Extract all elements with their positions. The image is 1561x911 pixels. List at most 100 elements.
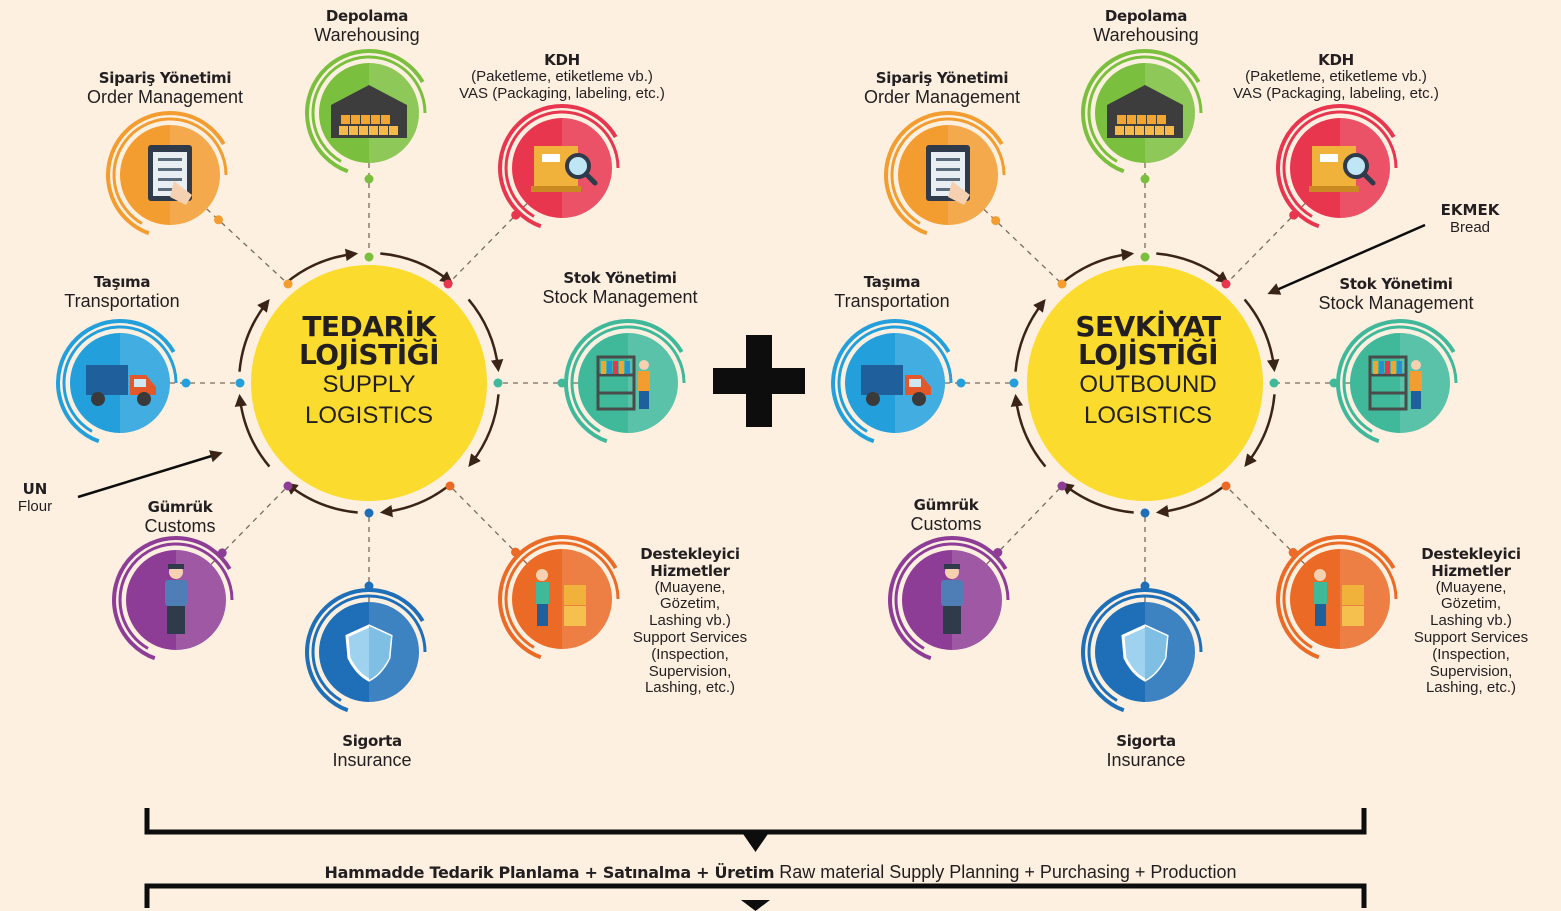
node-dot — [956, 378, 966, 388]
cycle-arrow — [1244, 394, 1276, 467]
outer-arc — [305, 49, 425, 174]
worker-head — [639, 360, 649, 370]
inner-arc — [62, 325, 178, 433]
truck-cargo — [86, 365, 128, 395]
input-note-en: Flour — [17, 498, 53, 516]
supply-support-l1: (Muayene, — [654, 578, 726, 596]
shelf-binder — [613, 361, 618, 374]
lower-bracket-pointer — [741, 900, 770, 911]
node-highlight — [369, 602, 419, 702]
outbound-cluster — [895, 113, 1400, 652]
outbound-support-l5: (Inspection, — [1432, 645, 1510, 663]
warehouse-crate — [1117, 115, 1126, 124]
supply-transport-en: Transportation — [64, 290, 180, 311]
supply-warehouse-icon — [305, 49, 427, 174]
truck-window — [909, 379, 921, 387]
warehouse-crate — [1155, 126, 1164, 135]
supply-stock-en: Stock Management — [542, 286, 698, 307]
outer-arc — [112, 536, 232, 661]
outbound-shield-icon — [1081, 588, 1203, 713]
stacked-box — [564, 585, 586, 605]
outbound-hub-en-1: OUTBOUND — [1079, 371, 1217, 398]
outbound-hub-title-1: SEVKİYAT — [1075, 310, 1221, 343]
clipboard-line — [936, 158, 960, 161]
outbound-warehouse-icon — [1081, 49, 1203, 174]
outbound-customs-tr: Gümrük — [913, 496, 979, 514]
hub-dot — [283, 279, 293, 289]
cycle-arrow — [1061, 482, 1134, 514]
warehouse-crate — [381, 115, 390, 124]
supply-support-l4: Support Services — [632, 628, 748, 646]
officer-trousers — [943, 606, 961, 634]
outbound-package-magnifier-icon — [1276, 104, 1398, 229]
supply-order-tr: Sipariş Yönetimi — [98, 69, 232, 87]
outbound-support-l4: Support Services — [1413, 628, 1529, 646]
supply-shelf-worker-icon — [564, 319, 686, 444]
bottom-summary: Hammadde Tedarik Planlama + Satınalma + … — [0, 862, 1561, 883]
supply-stock-tr: Stok Yönetimi — [563, 269, 677, 287]
inner-arc — [1087, 594, 1203, 702]
supply-insurance-label: Sigorta Insurance — [302, 733, 442, 770]
shield-half — [1145, 626, 1167, 680]
output-note-en: Bread — [1449, 219, 1491, 237]
shelf-binder — [619, 361, 624, 374]
shelf-frame — [596, 355, 636, 411]
warehouse-crate — [359, 126, 368, 135]
supply-insurance-en: Insurance — [332, 749, 412, 770]
shelf-binder — [625, 361, 630, 374]
supply-support-l5: (Inspection, — [651, 645, 729, 663]
warehouse-crate — [1137, 115, 1146, 124]
warehouse-crate — [371, 115, 380, 124]
worker-body — [1410, 371, 1422, 391]
outbound-warehousing-label: Depolama Warehousing — [1046, 8, 1246, 45]
package-pallet — [1309, 186, 1359, 192]
supply-transport-label: Taşıma Transportation — [42, 274, 202, 311]
cycle-arrow — [1243, 298, 1280, 373]
worker-head — [1411, 360, 1421, 370]
node-dot — [1140, 174, 1150, 184]
cycle-arrow — [284, 248, 359, 285]
outer-arc — [884, 111, 1004, 236]
outbound-customs-label: Gümrük Customs — [876, 497, 1016, 534]
output-arrow — [1267, 223, 1426, 295]
outer-arc — [106, 111, 226, 236]
node-dot — [364, 174, 374, 184]
outbound-warehousing-tr: Depolama — [1104, 7, 1188, 25]
bottom-summary-bold: Hammadde Tedarik Planlama + Satınalma + … — [324, 863, 775, 882]
supply-customs-en: Customs — [144, 515, 216, 536]
cycle-arrow — [1060, 248, 1135, 285]
outbound-insurance-tr: Sigorta — [1116, 732, 1176, 750]
hub-circle — [251, 265, 487, 501]
cycle-arrow — [238, 299, 270, 372]
worker-legs — [537, 604, 548, 626]
cycle-arrow — [1010, 393, 1047, 468]
outbound-hub-title-2: LOJİSTİĞİ — [1077, 338, 1219, 371]
node-highlight — [1145, 602, 1195, 702]
inner-arc — [1087, 55, 1203, 163]
supply-package-magnifier-icon — [498, 104, 620, 229]
clipboard-line — [936, 188, 960, 191]
worker-legs — [1411, 391, 1421, 409]
worker-head — [1314, 569, 1326, 581]
connector-line — [947, 174, 1063, 285]
input-note: UN Flour — [5, 480, 65, 516]
warehouse-crate — [339, 126, 348, 135]
inner-arc — [570, 325, 686, 433]
supply-worker-boxes-icon — [498, 535, 620, 660]
shield-half — [369, 626, 391, 680]
supply-order-label: Sipariş Yönetimi Order Management — [65, 70, 265, 107]
supply-vas-en2: VAS (Packaging, labeling, etc.) — [459, 84, 665, 102]
cycle-arrow — [1014, 299, 1046, 372]
inner-arc — [1342, 325, 1458, 433]
shelf-binder — [1373, 361, 1378, 374]
inner-arc — [1282, 541, 1398, 649]
connector-line — [1225, 167, 1341, 285]
supply-truck-icon — [56, 319, 178, 444]
outbound-hub-label: SEVKİYAT LOJİSTİĞİ OUTBOUND LOGISTICS — [1033, 313, 1263, 431]
worker-legs — [1315, 604, 1326, 626]
connector-line — [951, 485, 1063, 601]
magnifier-handle — [1361, 171, 1376, 186]
worker-vest — [536, 582, 549, 604]
